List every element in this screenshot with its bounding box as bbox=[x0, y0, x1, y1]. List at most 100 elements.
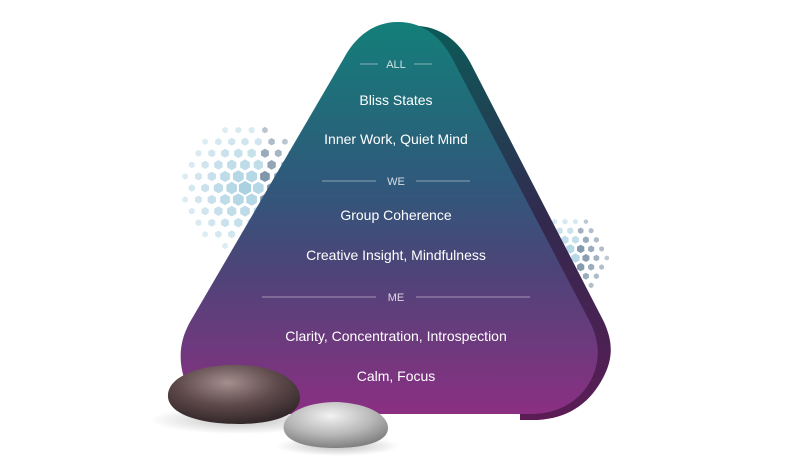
hexagon-shape bbox=[207, 171, 216, 182]
hexagon-shape bbox=[201, 183, 209, 193]
hexagon-shape bbox=[233, 193, 244, 206]
hexagon-shape bbox=[267, 160, 276, 170]
hexagon-shape bbox=[253, 159, 263, 171]
hexagon-shape bbox=[202, 231, 208, 238]
level-creative-insight: Creative Insight, Mindfulness bbox=[306, 247, 486, 263]
hexagon-shape bbox=[254, 137, 262, 146]
hexagon-shape bbox=[220, 194, 230, 206]
hexagon-shape bbox=[182, 196, 188, 203]
hexagon-shape bbox=[567, 227, 574, 235]
section-we-header: WE bbox=[322, 176, 470, 188]
hexagon-shape bbox=[182, 173, 188, 180]
hexagon-shape bbox=[201, 207, 209, 216]
section-me-header: ME bbox=[262, 292, 530, 304]
hexagon-shape bbox=[571, 253, 580, 263]
hexagon-shape bbox=[221, 218, 229, 228]
hexagon-shape bbox=[195, 195, 202, 204]
hexagon-shape bbox=[226, 181, 237, 195]
hexagon-shape bbox=[582, 272, 589, 280]
hexagon-shape bbox=[228, 137, 236, 146]
hexagon-shape bbox=[599, 264, 604, 270]
hexagon-shape bbox=[582, 236, 589, 244]
hexagon-shape bbox=[268, 138, 275, 146]
hexagon-shape bbox=[188, 184, 195, 192]
hexagon-shape bbox=[222, 126, 228, 134]
hexagon-shape bbox=[222, 242, 228, 250]
hexagon-shape bbox=[227, 205, 237, 217]
hexagon-shape bbox=[195, 149, 202, 157]
hexagon-shape bbox=[253, 181, 264, 195]
pyramid-front-face bbox=[180, 22, 598, 414]
hexagon-shape bbox=[214, 206, 223, 216]
hexagon-shape bbox=[572, 235, 579, 244]
hexagon-shape bbox=[201, 160, 209, 169]
stone-large bbox=[167, 364, 300, 424]
hexagon-shape bbox=[240, 205, 250, 217]
hexagon-shape bbox=[233, 170, 244, 183]
hexagon-shape bbox=[552, 218, 557, 225]
hexagon-shape bbox=[577, 227, 584, 234]
hexagon-shape bbox=[213, 182, 223, 194]
hexagon-shape bbox=[562, 218, 568, 225]
stones-decoration bbox=[150, 364, 400, 456]
hexagon-shape bbox=[234, 148, 243, 159]
hexagon-shape bbox=[188, 207, 195, 215]
hexagon-shape bbox=[235, 126, 242, 134]
hexagon-shape bbox=[195, 219, 202, 227]
hexagon-shape bbox=[238, 181, 252, 195]
hexagon-shape bbox=[588, 227, 594, 234]
level-inner-work: Inner Work, Quiet Mind bbox=[324, 131, 468, 147]
hexagon-shape bbox=[241, 137, 249, 146]
hexagon-shape bbox=[221, 148, 229, 158]
hexagon-shape bbox=[593, 273, 599, 280]
hexagon-shape bbox=[274, 149, 282, 158]
hexagon-shape bbox=[227, 159, 237, 171]
hexagon-shape bbox=[220, 170, 230, 182]
section-all-header: ALL bbox=[360, 59, 432, 71]
stone-small bbox=[283, 402, 388, 448]
hexagon-shape bbox=[577, 262, 585, 272]
hexagon-shape bbox=[228, 230, 236, 239]
hexagon-shape bbox=[246, 193, 257, 206]
hexagon-shape bbox=[234, 217, 243, 228]
hexagon-shape bbox=[248, 126, 255, 134]
hexagon-shape bbox=[208, 149, 216, 158]
hexagon-shape bbox=[577, 244, 585, 254]
pyramid-side-face bbox=[410, 25, 611, 421]
hexagon-shape bbox=[262, 126, 268, 134]
hexagon-shape bbox=[247, 148, 256, 159]
hexagon-shape bbox=[188, 161, 195, 169]
section-label-all: ALL bbox=[386, 59, 406, 71]
hexagon-shape bbox=[593, 236, 599, 243]
hexagon-shape bbox=[214, 160, 223, 170]
hexagon-shape bbox=[566, 244, 575, 254]
hexagon-shape bbox=[195, 172, 202, 181]
hexagon-shape bbox=[561, 235, 569, 244]
hexagon-shape bbox=[604, 255, 609, 261]
hexagon-shape bbox=[208, 218, 216, 227]
level-clarity: Clarity, Concentration, Introspection bbox=[285, 328, 507, 344]
level-group-coherence: Group Coherence bbox=[340, 207, 452, 223]
hexagon-shape bbox=[573, 218, 578, 225]
section-label-we: WE bbox=[387, 176, 405, 188]
hexagon-shape bbox=[599, 246, 604, 252]
hexagon-shape bbox=[260, 170, 270, 182]
hexagon-shape bbox=[583, 219, 588, 225]
hexagon-shape bbox=[588, 245, 595, 253]
hexagon-shape bbox=[588, 263, 595, 271]
hexagon-shape bbox=[240, 159, 250, 171]
hexagon-shape bbox=[202, 138, 208, 145]
hexagon-shape bbox=[261, 148, 269, 158]
hexagon-shape bbox=[246, 170, 257, 183]
section-label-me: ME bbox=[388, 292, 405, 304]
hexagon-shape bbox=[215, 138, 222, 146]
level-bliss-states: Bliss States bbox=[359, 92, 432, 108]
hexagon-shape bbox=[282, 138, 288, 145]
hexagon-shape bbox=[593, 254, 600, 262]
hexagon-shape bbox=[582, 254, 590, 262]
hexagon-shape bbox=[556, 227, 563, 235]
hexagon-shape bbox=[207, 194, 216, 205]
level-calm-focus: Calm, Focus bbox=[357, 368, 436, 384]
